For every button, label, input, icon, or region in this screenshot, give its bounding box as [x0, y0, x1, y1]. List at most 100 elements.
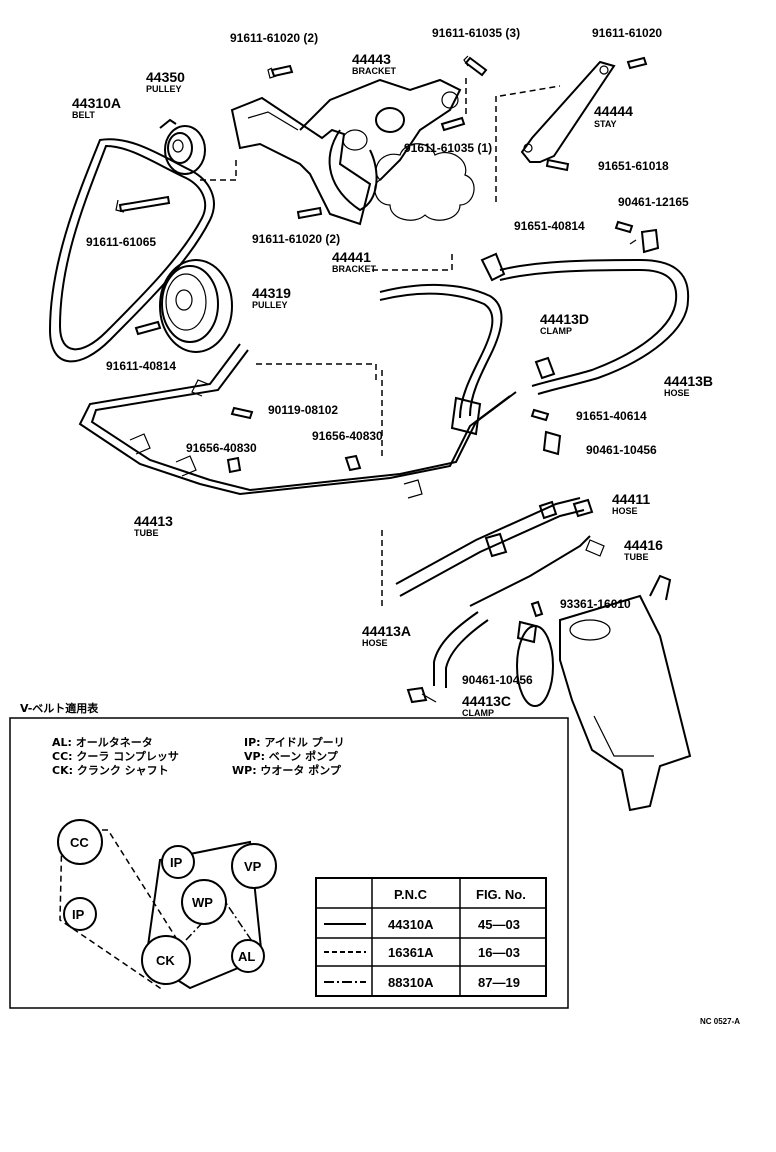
pulley-44319-icon [159, 259, 233, 353]
label-44411-name: HOSE [612, 506, 638, 516]
label-44413-name: TUBE [134, 528, 159, 538]
label-91656-40830a: 91656-40830 [186, 441, 257, 455]
label-91611-61065: 91611-61065 [86, 235, 156, 249]
pulley-al-label: AL [238, 949, 255, 964]
bolt-90119-08102-icon [230, 406, 254, 420]
legend-box [9, 717, 569, 1009]
table-row3-fig: 87—19 [478, 975, 520, 990]
clamp-44413d-icon [534, 356, 556, 380]
legend-al: AL: オールタネータ [52, 736, 153, 749]
label-44319-name: PULLEY [252, 300, 288, 310]
pulley-ip2-circle [161, 845, 195, 879]
bolt-93361-16010-icon [530, 600, 544, 618]
label-44443-name: BRACKET [352, 66, 397, 76]
bolt-91656-40830a-icon [226, 456, 242, 474]
bolt-top-mid-icon [463, 55, 488, 77]
bolt-91651-40614-icon [530, 408, 550, 422]
label-91651-61018: 91651-61018 [598, 159, 669, 173]
bolt-91651-40814-icon [614, 220, 634, 234]
bolt-91611-61020-2b-icon [296, 206, 323, 220]
bracket-44443-icon [230, 78, 462, 226]
clamp-90461-10456a-icon [542, 430, 562, 456]
label-44413a-num: 44413A [362, 623, 411, 639]
legend-title: V-ベルト適用表 [20, 701, 99, 715]
clamp-44413c-icon [406, 686, 437, 704]
label-91611-61035-1: 91611-61035 (1) [404, 141, 492, 155]
clamp-90461-10456b-icon [516, 620, 538, 644]
tube-44413-icon [78, 343, 517, 499]
label-44411-num: 44411 [612, 491, 650, 507]
table-row2-fig: 16—03 [478, 945, 520, 960]
label-93361-16010: 93361-16010 [560, 597, 631, 611]
pressure-hose-icon [379, 283, 503, 436]
label-91611-61035-3: 91611-61035 (3) [432, 26, 520, 40]
bolt-91611-61065-icon [115, 195, 171, 213]
pulley-cc-circle [57, 819, 103, 865]
bolt-91651-61018-icon [545, 158, 570, 172]
pulley-ip1-label: IP [72, 907, 85, 922]
label-90461-10456b: 90461-10456 [462, 673, 533, 687]
hose-44413b-icon [480, 252, 690, 395]
label-91611-61020-2: 91611-61020 (2) [230, 31, 318, 45]
pulley-44350-icon [159, 118, 206, 175]
pulley-wp-label: WP [192, 895, 213, 910]
bolt-91611-40814-icon [134, 320, 162, 336]
footer-code: NC 0527-A [700, 1017, 740, 1026]
table-row2-pnc: 16361A [388, 945, 434, 960]
label-91611-40814: 91611-40814 [106, 359, 176, 373]
label-44413-num: 44413 [134, 513, 173, 529]
legend-ck: CK: クランク シャフト [52, 764, 169, 777]
label-90119-08102: 90119-08102 [268, 403, 338, 417]
table-row1-pnc: 44310A [388, 917, 434, 932]
leader-lines [200, 78, 561, 610]
label-44413c-name: CLAMP [462, 708, 494, 718]
label-44441-name: BRACKET [332, 264, 377, 274]
bolt-91611-61035-1-icon [440, 116, 466, 132]
engine-block-icon [374, 143, 475, 221]
pulley-wp-circle [181, 879, 227, 925]
pulley-ip2-label: IP [170, 855, 183, 870]
stay-44444-icon [520, 60, 616, 163]
legend-wp: WP: ウオータ ポンプ [232, 763, 342, 777]
tube-44416-icon [469, 535, 605, 607]
pulley-cc-label: CC [70, 835, 89, 850]
table-header-fig: FIG. No. [476, 887, 526, 902]
label-44350-name: PULLEY [146, 84, 182, 94]
pulley-ck-label: CK [156, 953, 175, 968]
bolt-top-left-icon [267, 64, 294, 79]
steering-gearbox-icon [516, 574, 692, 812]
label-91651-40814: 91651-40814 [514, 219, 585, 233]
pulley-ip1-circle [63, 897, 97, 931]
pulley-al-circle [231, 939, 265, 973]
bolt-top-right-icon [626, 56, 648, 70]
hose-44413a-icon [433, 611, 489, 688]
label-44350-num: 44350 [146, 69, 185, 85]
label-91656-40830b: 91656-40830 [312, 429, 383, 443]
pulley-vp-label: VP [244, 859, 262, 874]
label-90461-10456a: 90461-10456 [586, 443, 657, 457]
legend-cc: CC: クーラ コンプレッサ [52, 749, 179, 763]
belt-44310a-icon [48, 138, 215, 363]
label-91611-61020: 91611-61020 [592, 26, 662, 40]
label-44413c-num: 44413C [462, 693, 511, 709]
label-44416-num: 44416 [624, 537, 663, 553]
label-44444-num: 44444 [594, 103, 633, 119]
table-row3-pnc: 88310A [388, 975, 434, 990]
legend-vp: VP: ベーン ポンプ [244, 749, 339, 763]
pulley-ck-circle [141, 935, 191, 985]
label-44413b-name: HOSE [664, 388, 690, 398]
label-44444-name: STAY [594, 119, 617, 129]
pulley-vp-circle [231, 843, 277, 889]
label-90461-12165: 90461-12165 [618, 195, 689, 209]
label-44413b-num: 44413B [664, 373, 713, 389]
label-44413a-name: HOSE [362, 638, 388, 648]
clamp-90461-12165-icon [629, 228, 660, 254]
legend-ip: IP: アイドル プーリ [244, 735, 345, 749]
label-44413d-num: 44413D [540, 311, 589, 327]
bolt-91656-40830b-icon [344, 454, 362, 472]
label-44310a-name: BELT [72, 110, 95, 120]
hose-44411-icon [395, 497, 594, 597]
label-44441-num: 44441 [332, 249, 371, 265]
label-44319-num: 44319 [252, 285, 291, 301]
